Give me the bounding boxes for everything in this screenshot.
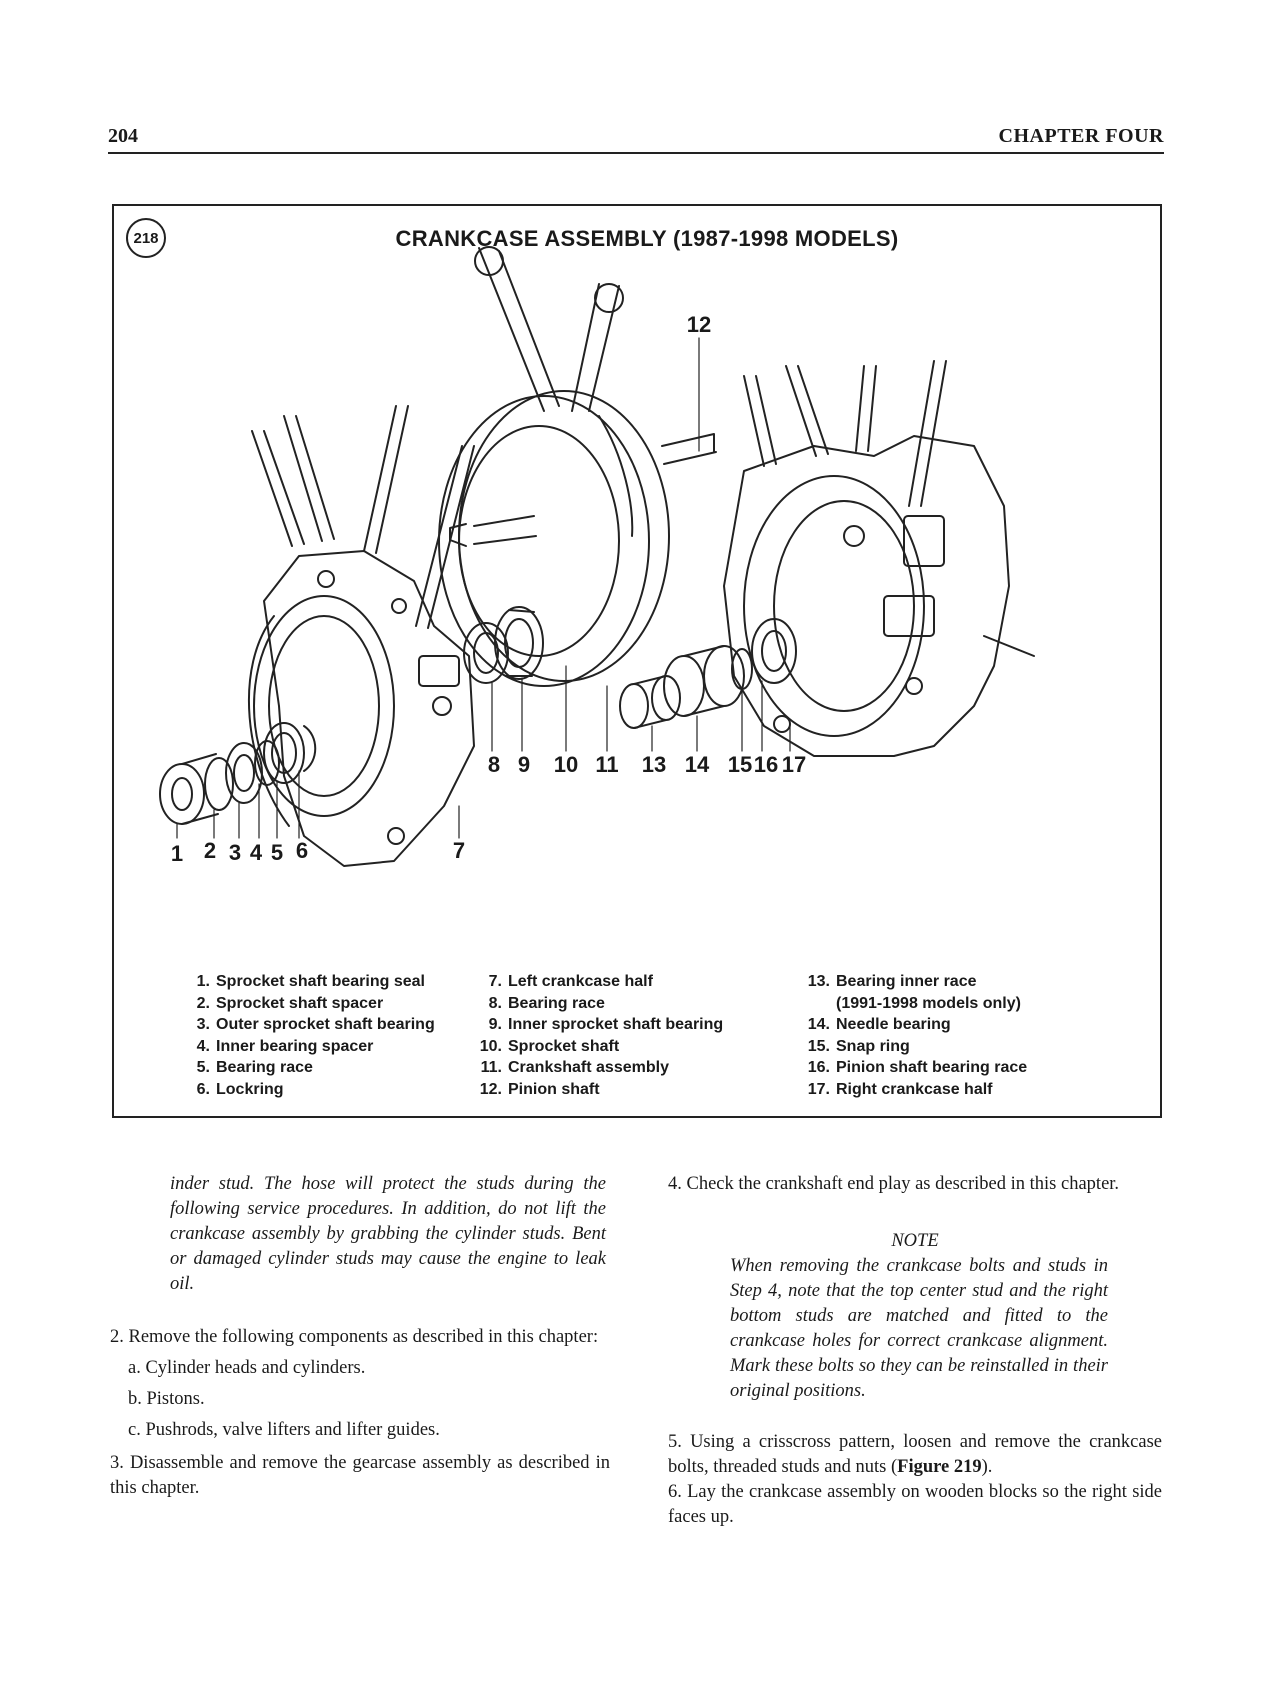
- callout-17: 17: [782, 752, 806, 777]
- legend-item: 3.Outer sprocket shaft bearing: [196, 1016, 435, 1034]
- callout-13: 13: [642, 752, 666, 777]
- chapter-title: CHAPTER FOUR: [998, 125, 1164, 147]
- callout-5: 5: [271, 840, 283, 865]
- left-text-column: inder stud. The hose will protect the st…: [110, 1172, 610, 1501]
- legend-item: 6.Lockring: [196, 1080, 284, 1098]
- legend-item: 12.Pinion shaft: [479, 1080, 600, 1098]
- legend-column-2: 7.Left crankcase half 8.Bearing race 9.I…: [476, 971, 723, 1101]
- left-crankcase-half: [247, 550, 475, 867]
- callout-12: 12: [687, 312, 711, 337]
- step-6: 6. Lay the crankcase assembly on wooden …: [668, 1482, 1162, 1527]
- legend-item: 17.Right crankcase half: [807, 1080, 993, 1098]
- crankshaft-assembly: [438, 246, 717, 687]
- figure-219-reference: Figure 219: [897, 1457, 982, 1477]
- warning-text: inder stud. The hose will protect the st…: [170, 1174, 606, 1294]
- callout-7: 7: [453, 838, 465, 863]
- callout-4: 4: [250, 840, 263, 865]
- note-text: When removing the crankcase bolts and st…: [730, 1256, 1108, 1401]
- sprocket-shaft-parts: [159, 722, 317, 825]
- legend-item: 11.Crankshaft assembly: [480, 1059, 669, 1077]
- callout-6: 6: [296, 838, 308, 863]
- callout-2: 2: [204, 838, 216, 863]
- callout-8: 8: [488, 752, 500, 777]
- step-2-item-b: b. Pistons.: [128, 1389, 205, 1409]
- step-5: 5. Using a crisscross pattern, loosen an…: [668, 1432, 1162, 1477]
- callout-3: 3: [229, 840, 241, 865]
- step-4: 4. Check the crankshaft end play as desc…: [668, 1174, 1120, 1194]
- pinion-shaft-parts: [619, 618, 797, 729]
- callout-16: 16: [754, 752, 778, 777]
- step-2-item-a: a. Cylinder heads and cylinders.: [128, 1358, 366, 1378]
- legend-item: 5.Bearing race: [196, 1059, 313, 1077]
- legend-item: 13.Bearing inner race: [807, 973, 977, 990]
- legend-item: 15.Snap ring: [807, 1037, 910, 1055]
- legend-item: 14.Needle bearing: [807, 1016, 951, 1034]
- right-crankcase-half: [723, 435, 1035, 757]
- legend-item: 2.Sprocket shaft spacer: [196, 994, 384, 1012]
- callout-15: 15: [728, 752, 752, 777]
- page-header: 204 CHAPTER FOUR: [108, 122, 1164, 154]
- step-2-item-c: c. Pushrods, valve lifters and lifter gu…: [128, 1420, 440, 1440]
- figure-number-badge: 218: [126, 218, 166, 258]
- step-2: 2. Remove the following components as de…: [110, 1327, 599, 1347]
- exploded-crankcase-diagram: 1 2 3 4 5 6 7 8 9 10 11 12 13 14 15 16 1…: [159, 246, 1035, 867]
- right-text-column: 4. Check the crankshaft end play as desc…: [668, 1172, 1162, 1530]
- legend-item: 10.Sprocket shaft: [479, 1037, 620, 1055]
- legend-column-3: 13.Bearing inner race (1991-1998 models …: [804, 971, 1027, 1101]
- figure-title: CRANKCASE ASSEMBLY (1987-1998 MODELS): [395, 226, 899, 251]
- legend-item: (1991-1998 models only): [836, 994, 1021, 1012]
- legend-item: 16.Pinion shaft bearing race: [807, 1059, 1028, 1077]
- callout-1: 1: [171, 841, 183, 866]
- callout-10: 10: [554, 752, 578, 777]
- legend-item: 4.Inner bearing spacer: [196, 1037, 374, 1055]
- callout-leaders: [176, 337, 791, 839]
- legend-item: 1.Sprocket shaft bearing seal: [196, 973, 425, 990]
- note-heading: NOTE: [891, 1231, 939, 1251]
- right-case-studs: [743, 360, 947, 507]
- page-number: 204: [108, 125, 138, 147]
- callout-11: 11: [595, 752, 618, 777]
- step-3: 3. Disassemble and remove the gearcase a…: [110, 1453, 610, 1498]
- legend-column-1: 1.Sprocket shaft bearing seal 2.Sprocket…: [194, 971, 435, 1101]
- callout-9: 9: [518, 752, 530, 777]
- legend-item: 9.Inner sprocket shaft bearing: [488, 1016, 724, 1034]
- figure-crankcase-assembly: 218 CRANKCASE ASSEMBLY (1987-1998 MODELS…: [112, 204, 1162, 1118]
- legend-item: 7.Left crankcase half: [488, 973, 653, 990]
- callout-14: 14: [685, 752, 710, 777]
- legend-item: 8.Bearing race: [488, 994, 605, 1012]
